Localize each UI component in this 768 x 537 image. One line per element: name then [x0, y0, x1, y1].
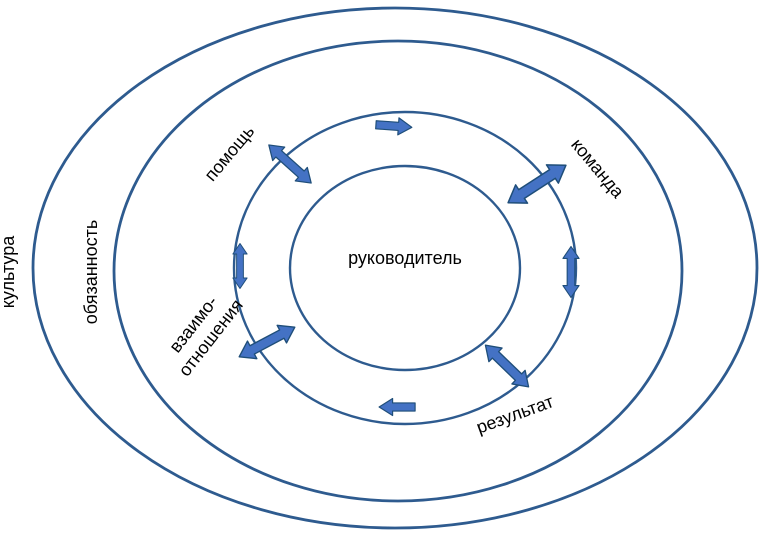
- ring-culture: [31, 6, 759, 530]
- double-arrow-result-icon: [478, 337, 536, 395]
- label-help: помощь: [200, 121, 258, 185]
- rings-group: [31, 6, 759, 530]
- flow-arrow-bottom-icon: [378, 397, 416, 417]
- label-leader: руководитель: [348, 248, 462, 268]
- label-culture: культура: [0, 235, 18, 308]
- label-duty: обязанность: [81, 220, 101, 324]
- labels-group: руководитель культура обязанность помощь…: [0, 121, 629, 437]
- label-result: результат: [474, 391, 557, 437]
- flow-arrow-top-icon: [374, 115, 414, 137]
- ring-leader: [288, 164, 522, 372]
- ring-process: [232, 110, 578, 426]
- ring-duty: [112, 39, 684, 503]
- double-arrow-help-icon: [262, 137, 318, 191]
- label-team: команда: [567, 135, 629, 203]
- label-relations: взаимо- отношения: [165, 292, 247, 380]
